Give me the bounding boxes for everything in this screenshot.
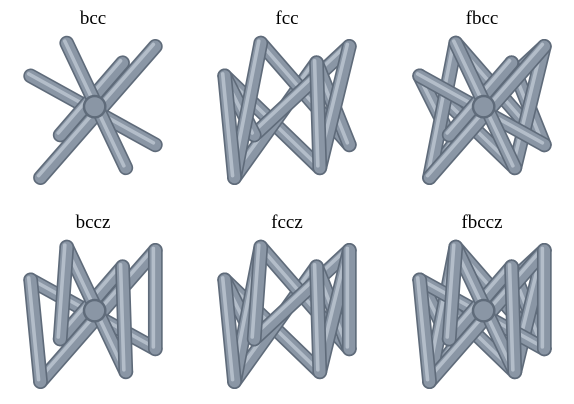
cell-bccz: bccz — [3, 204, 183, 400]
lattice-fbcc — [400, 30, 564, 194]
cell-fbcc: fbcc — [392, 0, 572, 196]
lattice-fccz — [205, 234, 369, 398]
lattice-node — [473, 96, 494, 117]
cell-bcc: bcc — [3, 0, 183, 196]
cell-fcc: fcc — [197, 0, 377, 196]
lattice-fbccz — [400, 234, 564, 398]
cell-fbccz: fbccz — [392, 204, 572, 400]
lattice-bccz — [11, 234, 175, 398]
cell-label-fccz: fccz — [197, 212, 377, 234]
lattice-node — [84, 300, 105, 321]
cell-label-fbccz: fbccz — [392, 212, 572, 234]
lattice-node — [84, 96, 105, 117]
cell-label-bccz: bccz — [3, 212, 183, 234]
lattice-fcc — [205, 30, 369, 194]
cell-label-bcc: bcc — [3, 8, 183, 30]
lattice-node — [473, 300, 494, 321]
lattice-bcc — [11, 30, 175, 194]
cell-label-fcc: fcc — [197, 8, 377, 30]
cell-label-fbcc: fbcc — [392, 8, 572, 30]
cell-fccz: fccz — [197, 204, 377, 400]
